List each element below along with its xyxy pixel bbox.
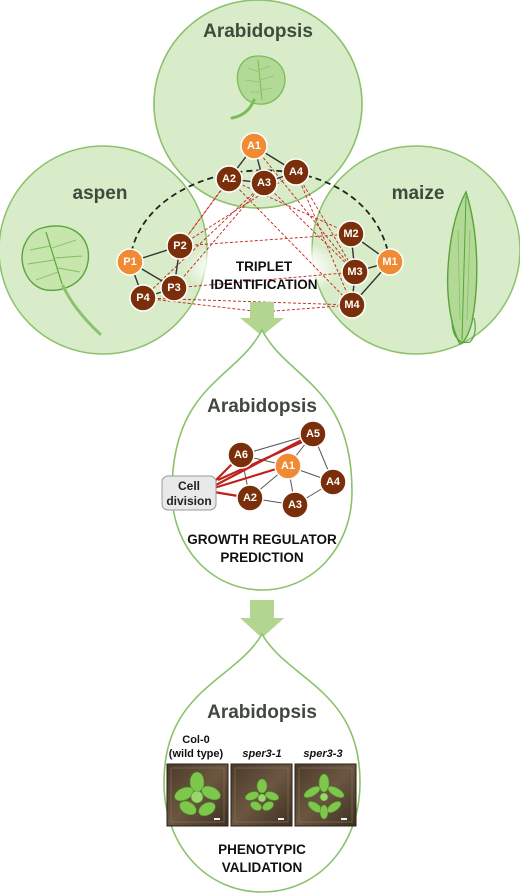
aspen-leaf-icon bbox=[21, 225, 102, 336]
svg-text:M3: M3 bbox=[347, 266, 362, 278]
prediction-label-line2: PREDICTION bbox=[220, 550, 303, 565]
node-a3-mid: A3 bbox=[281, 491, 309, 519]
svg-text:P1: P1 bbox=[123, 256, 136, 268]
cell-division-edges bbox=[213, 433, 314, 500]
node-a5: A5 bbox=[299, 420, 327, 448]
node-a1-top: A1 bbox=[240, 132, 268, 160]
svg-text:M4: M4 bbox=[344, 299, 360, 311]
triplet-arc bbox=[129, 169, 391, 263]
prediction-panel: Arabidopsis A6 A5 A1 A4 A2 A3 bbox=[161, 328, 353, 591]
validation-drop bbox=[163, 632, 361, 893]
triplet-label-line2: IDENTIFICATION bbox=[211, 277, 318, 292]
node-a4-top: A4 bbox=[282, 158, 310, 186]
prediction-label-line1: GROWTH REGULATOR bbox=[187, 532, 337, 547]
svg-text:M1: M1 bbox=[382, 256, 397, 268]
node-p4: P4 bbox=[129, 284, 157, 312]
svg-text:A2: A2 bbox=[222, 173, 236, 185]
svg-text:M2: M2 bbox=[343, 228, 358, 240]
svg-text:A1: A1 bbox=[247, 140, 261, 152]
validation-label-line2: VALIDATION bbox=[222, 860, 303, 875]
node-m2: M2 bbox=[337, 220, 365, 248]
arabidopsis-title: Arabidopsis bbox=[203, 21, 313, 42]
cell-division-box: Cell division bbox=[161, 475, 217, 511]
photo1-label-line1: Col-0 bbox=[182, 734, 210, 746]
node-a3-top: A3 bbox=[250, 169, 278, 197]
svg-text:P4: P4 bbox=[136, 292, 150, 304]
photo2-label: sper3-1 bbox=[242, 748, 281, 760]
svg-text:A4: A4 bbox=[289, 166, 304, 178]
maize-title: maize bbox=[392, 183, 445, 204]
node-a2-top: A2 bbox=[215, 165, 243, 193]
svg-text:A6: A6 bbox=[234, 449, 248, 461]
node-p1: P1 bbox=[116, 248, 144, 276]
arabidopsis-leaf-icon bbox=[230, 55, 286, 120]
node-m3: M3 bbox=[341, 258, 369, 286]
svg-text:A3: A3 bbox=[288, 499, 302, 511]
svg-text:A2: A2 bbox=[243, 492, 257, 504]
node-p2: P2 bbox=[166, 232, 194, 260]
center-glow bbox=[184, 236, 340, 300]
prediction-title: Arabidopsis bbox=[207, 396, 317, 417]
validation-panel: Arabidopsis Col-0 (wild type) sper3-1 sp… bbox=[163, 632, 361, 893]
svg-text:A5: A5 bbox=[306, 428, 320, 440]
node-m1: M1 bbox=[376, 248, 404, 276]
node-p3: P3 bbox=[160, 274, 188, 302]
down-arrow-2 bbox=[240, 600, 284, 638]
svg-text:P2: P2 bbox=[173, 240, 186, 252]
node-a1-mid: A1 bbox=[274, 452, 302, 480]
cell-division-line1: Cell bbox=[178, 479, 200, 493]
svg-text:P3: P3 bbox=[167, 282, 180, 294]
photo-col0 bbox=[166, 763, 229, 827]
region-maize bbox=[311, 145, 520, 355]
cell-division-line2: division bbox=[166, 494, 211, 508]
aspen-title: aspen bbox=[73, 183, 128, 204]
svg-text:A1: A1 bbox=[281, 460, 295, 472]
down-arrow-1 bbox=[240, 302, 284, 336]
node-a6: A6 bbox=[227, 441, 255, 469]
svg-text:A3: A3 bbox=[257, 177, 271, 189]
photo3-label: sper3-3 bbox=[303, 748, 342, 760]
photo-sper3-3 bbox=[294, 763, 357, 827]
validation-title: Arabidopsis bbox=[207, 702, 317, 723]
svg-text:A4: A4 bbox=[326, 476, 341, 488]
top-triplet-panel: Arabidopsis aspen maize bbox=[0, 0, 520, 355]
validation-label-line1: PHENOTYPIC bbox=[218, 842, 306, 857]
photo1-label-line2: (wild type) bbox=[169, 748, 224, 760]
node-m4: M4 bbox=[338, 291, 366, 319]
node-a4-mid: A4 bbox=[319, 468, 347, 496]
maize-leaf-icon bbox=[446, 190, 478, 345]
node-a2-mid: A2 bbox=[236, 484, 264, 512]
triplet-label-line1: TRIPLET bbox=[236, 259, 293, 274]
photo-sper3-1 bbox=[230, 763, 293, 827]
